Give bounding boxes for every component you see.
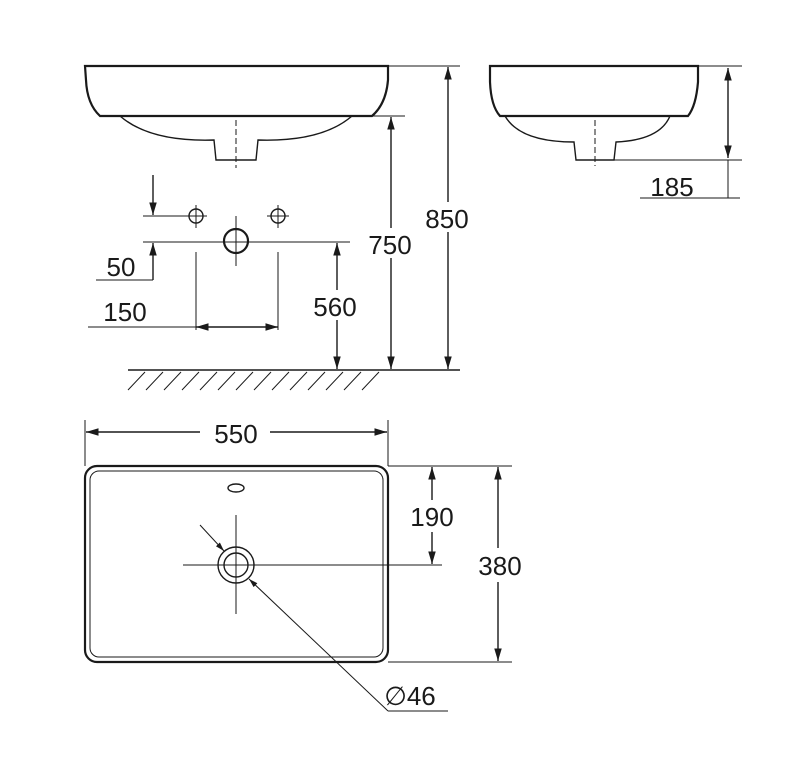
dim-total-height: 850 [425,204,468,234]
overflow-hole [227,483,245,493]
dim-valve-offset: 50 [107,252,136,282]
side-view-basin [488,64,742,199]
dim-width: 550 [214,419,257,449]
dim-depth: 380 [478,551,521,581]
front-view-basin [83,64,390,168]
dim-rim-height: 750 [368,230,411,260]
top-view-basin [83,464,442,664]
dim-depth-side: 185 [650,172,693,202]
dim-outlet-height: 560 [313,292,356,322]
dim-drain-position: 190 [410,502,453,532]
floor-hatching [127,369,460,391]
dim-valve-spacing: 150 [103,297,146,327]
tap-holes [185,205,289,266]
dim-drain-diameter: ∅46 [384,681,436,711]
